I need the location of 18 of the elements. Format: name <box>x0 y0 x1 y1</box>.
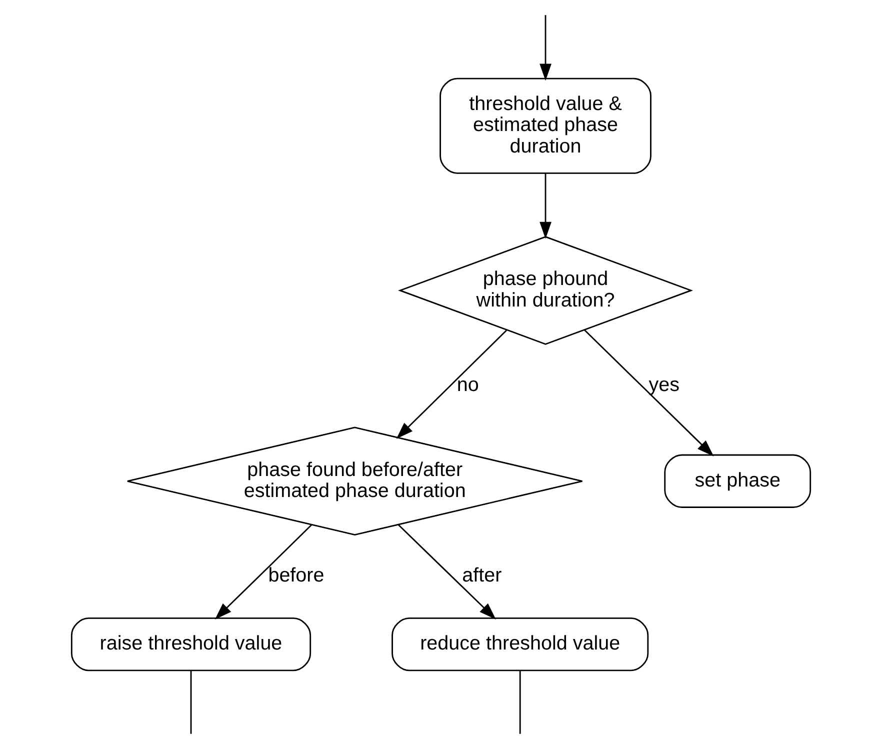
arrow <box>396 330 506 439</box>
edge-label: yes <box>648 374 680 396</box>
node-diamond: phase phound within duration? <box>398 236 693 345</box>
arrow <box>539 15 551 81</box>
arrow <box>214 524 312 620</box>
arrow <box>539 173 551 239</box>
node-box: set phase <box>664 454 811 508</box>
arrow <box>397 524 496 620</box>
connector <box>518 670 520 734</box>
node-box: threshold value & estimated phase duration <box>439 78 651 174</box>
node-diamond: phase found before/after estimated phase duration <box>126 426 582 536</box>
arrow <box>583 329 714 456</box>
edge-label: after <box>462 564 502 587</box>
edge-label: before <box>268 564 324 587</box>
connector <box>190 670 192 734</box>
node-box: raise threshold value <box>70 617 311 672</box>
edge-label: no <box>456 374 478 396</box>
node-box: reduce threshold value <box>391 617 648 672</box>
